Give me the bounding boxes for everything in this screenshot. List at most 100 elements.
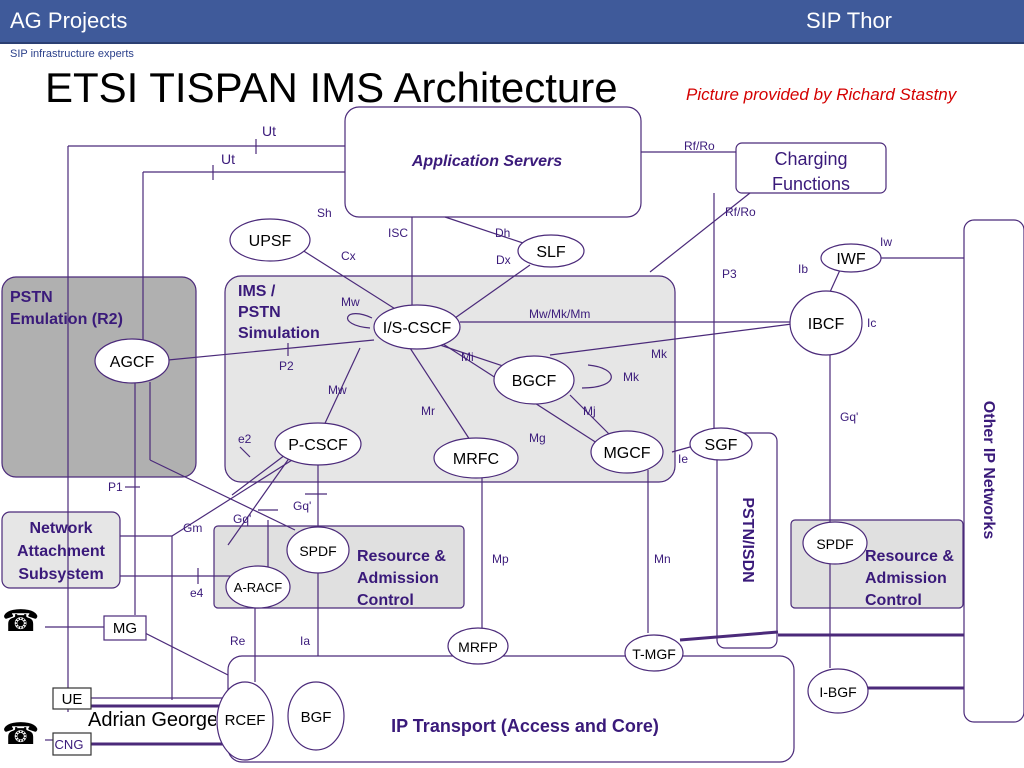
tmgf-label: T-MGF [632, 646, 676, 662]
ims-label-2: PSTN [238, 304, 281, 321]
mrfp-label: MRFP [458, 639, 498, 655]
mrfp-node [447, 627, 509, 665]
agcf-node [94, 338, 170, 384]
ref-mj: Mj [583, 404, 596, 418]
ref-mp: Mp [492, 552, 509, 566]
spdf-left-label: SPDF [299, 543, 336, 559]
spdf-right-label: SPDF [816, 536, 853, 552]
mg-box [103, 615, 147, 641]
ref-p2: P2 [279, 359, 294, 373]
ibgf-node [807, 668, 869, 714]
ref-gq-3: Gq' [233, 512, 251, 526]
ref-dx: Dx [496, 253, 511, 267]
racs-left-label-1: Resource & [357, 548, 446, 565]
nass-box [1, 511, 121, 589]
tick-marks [125, 139, 327, 584]
slf-node [517, 234, 585, 268]
ref-re: Re [230, 634, 246, 648]
ref-iw: Iw [880, 235, 892, 249]
ref-mn: Mn [654, 552, 671, 566]
presenter-name: Adrian Georgescu [88, 709, 216, 731]
other-ip-label: Other IP Networks [980, 401, 997, 540]
pstn-emu-label-2: Emulation (R2) [10, 311, 123, 328]
rcef-label: RCEF [225, 712, 266, 729]
mgcf-label: MGCF [603, 445, 650, 462]
mgcf-node [590, 430, 664, 474]
pstn-emu-label-1: PSTN [10, 289, 53, 306]
app-servers-label: Application Servers [411, 153, 562, 170]
aracf-label: A-RACF [234, 580, 282, 595]
nass-label-2: Attachment [17, 543, 106, 560]
mrfc-node [433, 437, 519, 479]
ref-sh: Sh [317, 206, 332, 220]
tagline: SIP infrastructure experts [10, 48, 134, 60]
sgf-node [689, 427, 753, 461]
racs-right-label-2: Admission [865, 570, 947, 587]
application-servers-box [344, 106, 642, 218]
header-bar: AG Projects SIP Thor [0, 0, 1024, 44]
cng-label: CNG [55, 737, 84, 752]
pcscf-node [274, 422, 362, 466]
upsf-label: UPSF [249, 233, 292, 250]
ref-isc: ISC [388, 226, 408, 240]
product-name: SIP Thor [806, 8, 893, 33]
ref-p1: P1 [108, 480, 123, 494]
upsf-node [229, 218, 311, 262]
slide-title: ETSI TISPAN IMS Architecture [45, 64, 618, 111]
aracf-node [225, 565, 291, 609]
ref-mw-2: Mw [328, 383, 347, 397]
iwf-node [820, 243, 882, 273]
ip-transport-label: IP Transport (Access and Core) [391, 716, 659, 736]
ibcf-node [789, 290, 863, 356]
ref-mw-1: Mw [341, 295, 360, 309]
ref-dh: Dh [495, 226, 510, 240]
mw-loop-arrow [347, 313, 373, 329]
ref-ie: Ie [678, 452, 688, 466]
bgf-node [287, 681, 345, 751]
ref-mw-mk-mm: Mw/Mk/Mm [529, 307, 590, 321]
ref-e2: e2 [238, 432, 252, 446]
agcf-label: AGCF [110, 354, 155, 371]
ref-mg: Mg [529, 431, 546, 445]
spdf-right-node [802, 521, 868, 565]
picture-credit: Picture provided by Richard Stastny [686, 85, 957, 104]
company-name: AG Projects [10, 8, 128, 33]
ref-rfro-1: Rf/Ro [684, 139, 715, 153]
racs-left-label-2: Admission [357, 570, 439, 587]
bgf-label: BGF [301, 709, 332, 726]
ref-mk-1: Mk [651, 347, 668, 361]
bgcf-node [493, 355, 575, 405]
ref-gm: Gm [183, 521, 202, 535]
sgf-label: SGF [705, 437, 738, 454]
ref-cx: Cx [341, 249, 356, 263]
racs-right-label-3: Control [865, 592, 922, 609]
ims-label-1: IMS / [238, 283, 276, 300]
racs-left-label-3: Control [357, 592, 414, 609]
charging-functions-box [735, 142, 887, 194]
slf-label: SLF [536, 244, 566, 261]
cng-box [52, 732, 92, 756]
nass-label-1: Network [29, 520, 92, 537]
tmgf-node [624, 634, 684, 672]
ue-box [52, 687, 92, 710]
ref-gq-2: Gq' [293, 499, 311, 513]
ref-gq-1: Gq' [840, 410, 858, 424]
pstn-isdn-box [716, 432, 778, 649]
charging-label-1: Charging [774, 149, 847, 169]
pstn-isdn-label: PSTN/ISDN [739, 497, 756, 582]
ref-ut-1: Ut [262, 123, 276, 139]
ibgf-label: I-BGF [819, 684, 856, 700]
telephone-icon: ☎ [2, 718, 40, 751]
ref-e4: e4 [190, 586, 204, 600]
ue-label: UE [62, 691, 83, 708]
transport-links [90, 630, 964, 746]
other-ip-networks-box [963, 219, 1024, 723]
ref-mr: Mr [421, 404, 435, 418]
mg-label: MG [113, 620, 137, 637]
ref-mk-2: Mk [623, 370, 640, 384]
iscscf-label: I/S-CSCF [383, 320, 452, 337]
mk-loop-arrow [581, 364, 612, 389]
pcscf-label: P-CSCF [288, 437, 348, 454]
iwf-label: IWF [836, 251, 866, 268]
